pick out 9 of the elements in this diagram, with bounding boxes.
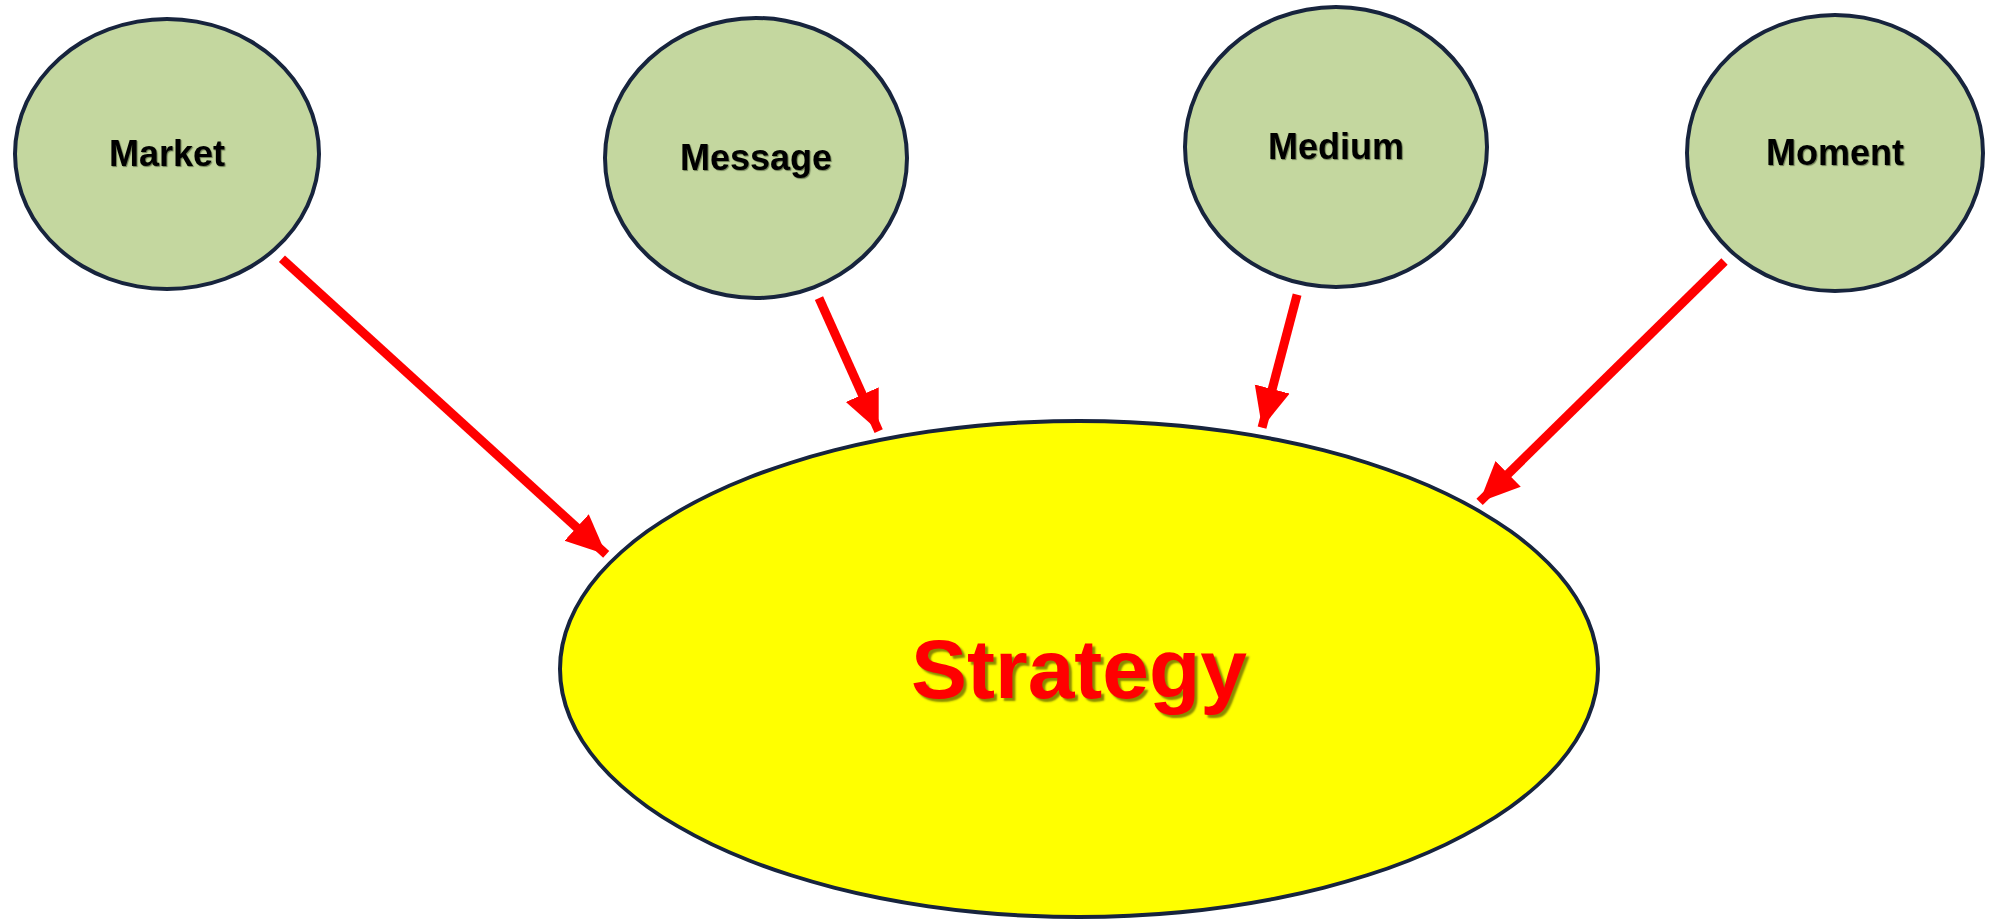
arrow [1254,293,1302,429]
node-label: Strategy [910,620,1248,718]
node-label: Market [108,133,226,175]
node-label: Medium [1268,126,1404,168]
arrow [814,296,883,433]
node-label: Message [679,137,833,179]
arrow [1476,258,1728,506]
node-label: Moment [1766,132,1904,174]
arrow [278,255,610,558]
